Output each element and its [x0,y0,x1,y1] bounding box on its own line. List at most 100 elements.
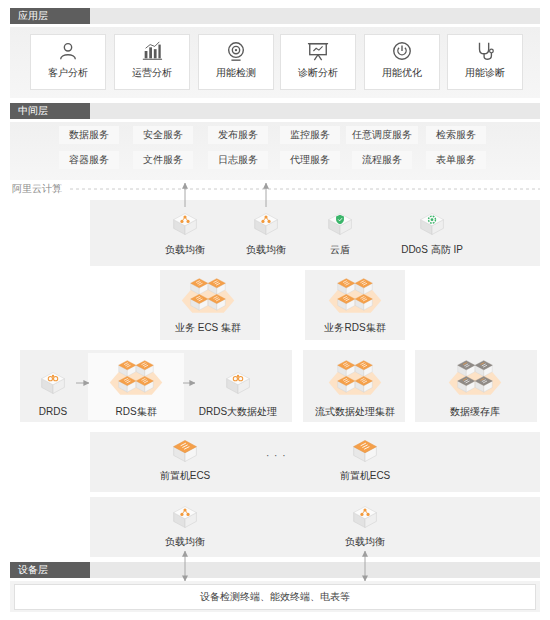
group-panel [90,497,540,557]
node-label: 数据服务 [59,126,119,144]
node-label: 容器服务 [59,151,119,169]
cluster-icon [110,361,163,395]
node-label: 业务RDS集群 [301,321,409,334]
group-panel [415,350,537,422]
cluster-icon [329,361,382,395]
node-label: 负载均衡 [145,535,225,548]
node-label: 流式数据处理集群 [298,405,412,418]
server-icon [354,441,377,462]
flow-arrow [185,183,186,207]
cloud-node: DDoS 高防 IP [392,210,472,256]
group-panel [20,350,292,422]
ellipsis-mark: · · · [266,450,287,462]
node-label: 用能优化 [365,66,439,80]
node-label: 用能诊断 [448,66,522,80]
divider-line [70,189,540,190]
cluster-icon [182,279,235,313]
layer-band: 设备层设备检测终端、能效终端、电表等 [10,562,540,612]
cloud-node: DRDS大数据处理 [198,362,278,418]
load-balancer-icon [255,214,278,235]
shield-icon [329,214,352,235]
service-cell: 监控服务 [280,126,340,144]
cluster-icon [329,279,382,313]
service-cell: 日志服务 [208,151,268,169]
drds-icon [227,373,250,394]
node-label: 数据缓存库 [418,405,532,418]
node-label: 用能检测 [199,66,273,80]
cloud-node: 负载均衡 [335,502,395,548]
drds-icon [42,373,65,394]
app-card: 用能优化 [364,34,440,90]
flow-arrow [266,183,267,207]
cloud-node: 业务 ECS 集群 [164,272,252,334]
flow-arrow [185,551,186,581]
node-label: 诊断分析 [281,66,355,80]
node-label: 表单服务 [426,151,486,169]
target-icon [229,43,244,60]
node-label: 负载均衡 [325,535,405,548]
server-icon [174,441,197,462]
flow-arrow [183,383,195,384]
service-cell: 任意调度服务 [346,126,418,144]
app-card: 运营分析 [114,34,190,90]
node-label: 安全服务 [133,126,193,144]
node-label: 检索服务 [426,126,486,144]
node-label: 前置机ECS [315,469,415,482]
device-box: 设备检测终端、能效终端、电表等 [14,584,536,610]
service-cell: 代理服务 [280,151,340,169]
node-label: RDS集群 [82,405,190,418]
node-label: 发布服务 [208,126,268,144]
node-label: 流程服务 [352,151,412,169]
layer-title: 应用层 [10,8,90,24]
node-label: 业务 ECS 集群 [154,321,262,334]
cloud-node: 前置机ECS [325,436,405,482]
power-icon [394,43,411,60]
cloud-node: 负载均衡 [160,210,210,256]
service-cell: 文件服务 [133,151,193,169]
service-cell: 表单服务 [426,151,486,169]
customer-icon [61,44,76,60]
cloud-node: DRDS [33,362,73,418]
node-label: 日志服务 [208,151,268,169]
cloud-node: 负载均衡 [241,210,291,256]
service-cell: 检索服务 [426,126,486,144]
node-label: 客户分析 [31,66,105,80]
app-card: 客户分析 [30,34,106,90]
cloud-node: RDS集群 [92,356,180,418]
service-cell: 发布服务 [208,126,268,144]
load-balancer-icon [174,507,197,528]
flow-arrow [365,551,366,581]
service-cell: 容器服务 [59,151,119,169]
section-label: 阿里云计算 [12,183,62,195]
group-panel [90,200,540,266]
node-label: 任意调度服务 [346,126,418,144]
node-label: 负载均衡 [231,243,301,256]
board-icon [308,44,328,60]
cloud-node: 云盾 [315,210,365,256]
node-label: 前置机ECS [135,469,235,482]
group-panel [90,432,540,492]
node-label: DRDS大数据处理 [188,405,288,418]
stethoscope-icon [480,43,494,60]
node-label: 运营分析 [115,66,189,80]
load-balancer-icon [174,214,197,235]
cache-icon [449,361,502,395]
layer-title: 设备层 [10,562,90,578]
load-balancer-icon [354,507,377,528]
node-label: 负载均衡 [150,243,220,256]
node-label: 设备检测终端、能效终端、电表等 [15,585,535,609]
node-label: 云盾 [305,243,375,256]
node-label: 代理服务 [280,151,340,169]
node-label: 文件服务 [133,151,193,169]
app-card: 诊断分析 [280,34,356,90]
flow-arrow [76,383,89,384]
node-label: 监控服务 [280,126,340,144]
cloud-node: 流式数据处理集群 [308,356,402,418]
service-cell: 流程服务 [352,151,412,169]
cloud-node: 数据缓存库 [428,356,522,418]
ddos-icon [421,214,444,235]
cloud-node: 业务RDS集群 [311,272,399,334]
node-label: DRDS [23,405,83,418]
